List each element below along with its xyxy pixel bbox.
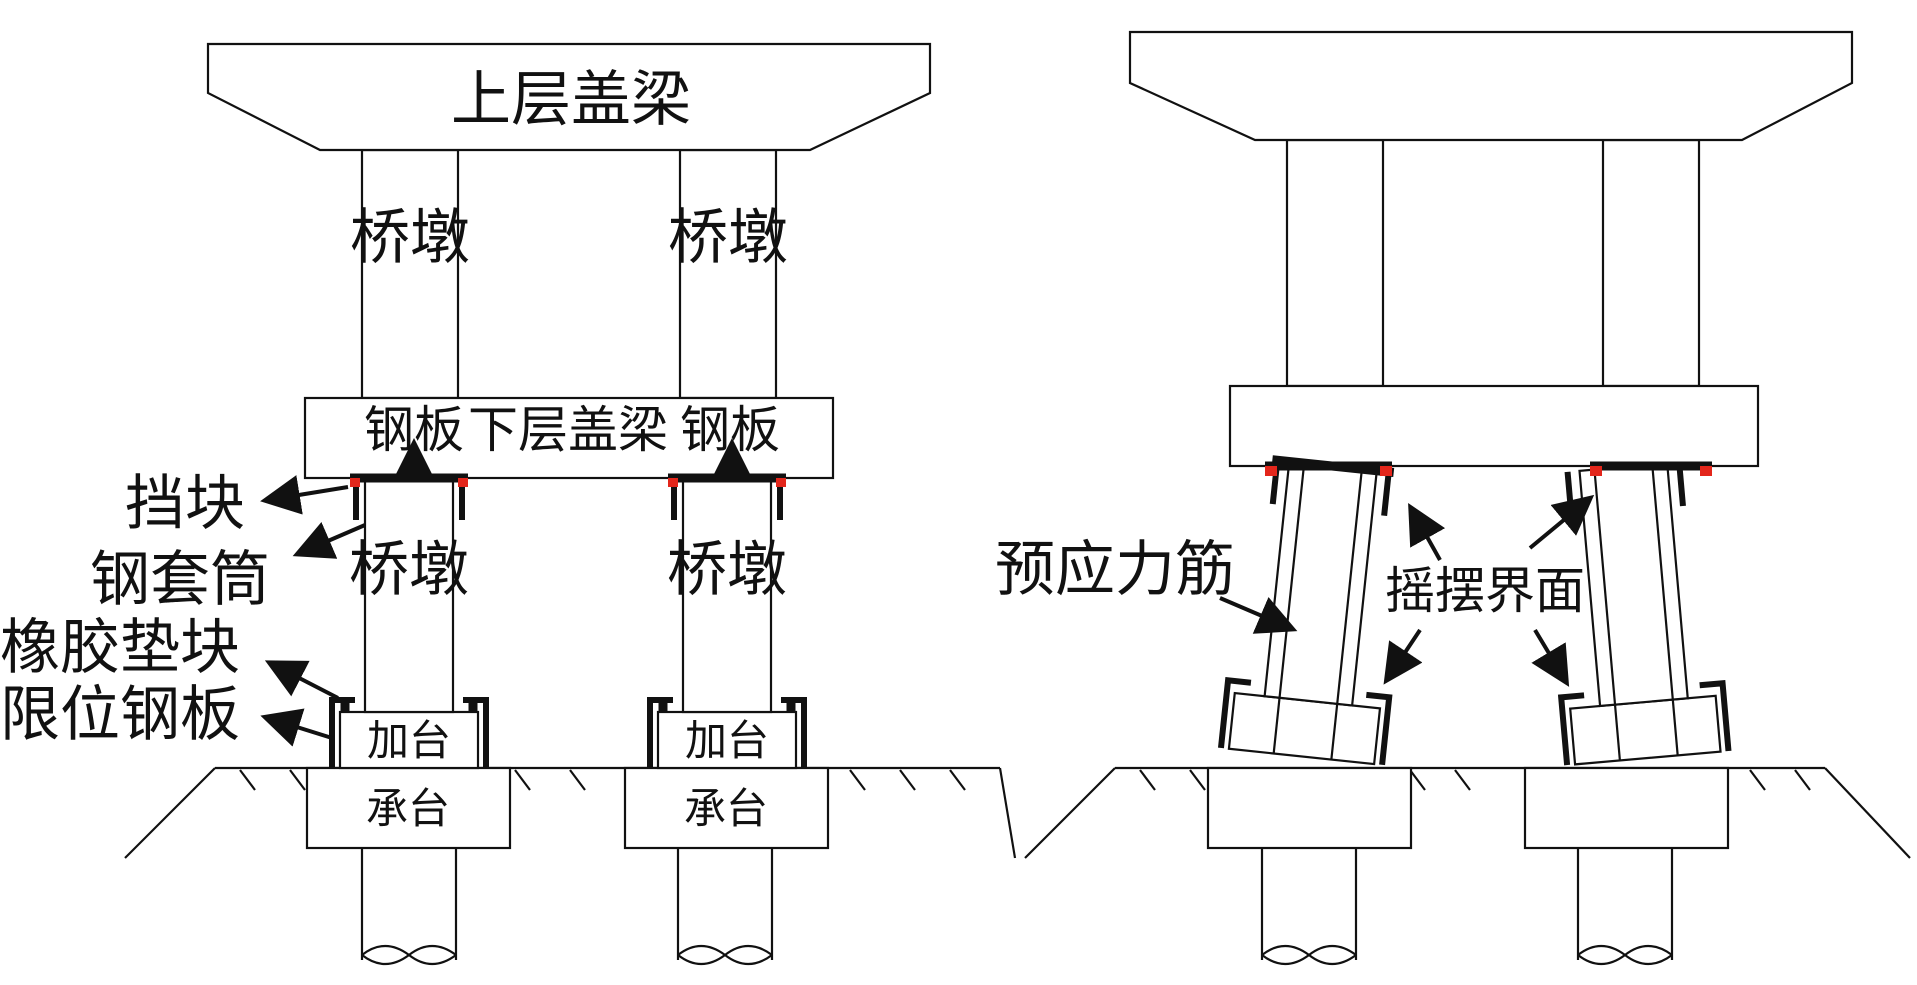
pier-label: 桥墩 — [350, 203, 470, 273]
rocking-pier-right-2 — [1557, 461, 1732, 766]
pier-label: 桥墩 — [349, 535, 469, 605]
steel-sleeves-left — [350, 473, 786, 520]
upper-pier-right-1 — [1285, 138, 1385, 388]
pile-cap-left-2 — [623, 766, 830, 850]
limit-plate-label: 限位钢板 — [0, 680, 240, 750]
tendon-label: 预应力筋 — [995, 535, 1235, 605]
stopper-mark — [776, 478, 786, 487]
stopper-mark — [350, 478, 360, 487]
pile-cap-label: 承台 — [366, 784, 450, 833]
stopper-mark — [668, 478, 678, 487]
rocking-interface-label: 摇摆界面 — [1385, 562, 1585, 620]
stopper-mark — [1265, 466, 1277, 476]
pier-label: 桥墩 — [668, 203, 788, 273]
rubber-pad-label: 橡胶垫块 — [0, 613, 240, 683]
lower-piers-left: 桥墩 桥墩 — [349, 476, 787, 714]
stopper-label: 挡块 — [125, 469, 245, 539]
pile-cap-left-1 — [305, 766, 512, 850]
pedestal-label: 加台 — [685, 716, 769, 765]
ground-right — [1024, 766, 1911, 859]
piles-left — [360, 848, 774, 966]
pile-cap-right-1 — [1206, 766, 1413, 850]
upper-cap-beam-label: 上层盖梁 — [451, 65, 691, 135]
rocking-pier-right-1 — [1217, 455, 1395, 766]
steel-sleeve-label: 钢套筒 — [90, 545, 270, 615]
pile-cap-right-2 — [1523, 766, 1730, 850]
lower-cap-beam-label: 下层盖梁 — [468, 401, 668, 459]
pedestal-label: 加台 — [367, 716, 451, 765]
upper-cap-beam-left — [206, 42, 932, 152]
pile-cap-label: 承台 — [684, 784, 768, 833]
stopper-mark — [1700, 466, 1712, 476]
upper-pier-right-2 — [1601, 138, 1701, 388]
stopper-mark — [458, 478, 468, 487]
upper-cap-beam-right — [1128, 30, 1854, 142]
stopper-mark — [1590, 466, 1602, 476]
left-diagram: 承台 承台 加台 加台 桥墩 桥墩 上层盖梁 钢板 — [0, 42, 1017, 966]
ground-left — [124, 766, 1017, 859]
upper-piers-left: 桥墩 桥墩 — [350, 148, 788, 400]
stopper-mark — [1380, 466, 1392, 476]
pedestal-left-1 — [338, 710, 480, 770]
limit-plates-left — [329, 697, 807, 768]
right-diagram: 预应力筋 摇摆界面 — [995, 30, 1911, 966]
pier-label: 桥墩 — [667, 535, 787, 605]
piles-right — [1260, 848, 1674, 966]
lower-cap-beam-right — [1228, 384, 1760, 468]
